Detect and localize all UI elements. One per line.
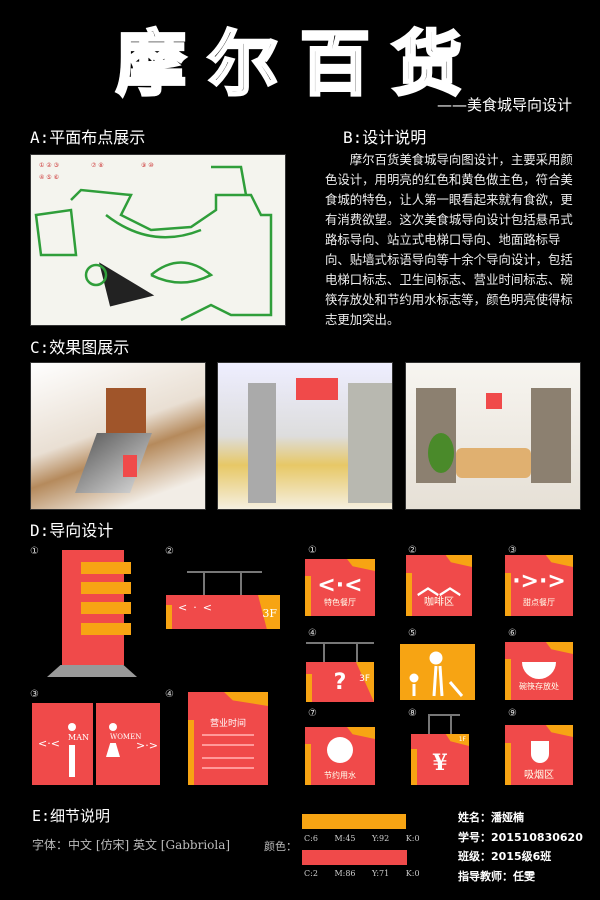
elevator-pylon-sign <box>62 550 131 665</box>
question-icon: ? <box>333 670 347 695</box>
sign-bowl-storage: 碗筷存放处 <box>505 642 573 700</box>
arrow-left-icon: <·< <box>38 737 60 750</box>
arrow-up-icon: ︿︿ <box>416 575 461 600</box>
toilet-sign-man: <·< MAN <box>32 703 93 785</box>
poster-subtitle: ——美食城导向设计 <box>436 96 572 114</box>
color-swatch-red <box>302 850 407 865</box>
pipe-icon <box>531 741 549 763</box>
svg-text:⑦ ⑧: ⑦ ⑧ <box>91 162 104 169</box>
render-escalator <box>30 362 206 510</box>
sign-number: ⑨ <box>508 708 517 719</box>
hanging-frame <box>428 714 460 716</box>
floor-label: 3F <box>359 674 370 684</box>
sign-label: 特色餐厅 <box>324 598 356 607</box>
arrow-right-icon: >·> <box>136 739 158 752</box>
floor-label: 3F <box>262 607 277 620</box>
arrow-left-icon: <·< <box>317 573 363 598</box>
sign-number: ⑤ <box>408 628 417 639</box>
sign-number: ③ <box>508 545 517 556</box>
cmyk-red: C:2 M:86 Y:71 K:0 <box>304 869 420 878</box>
sign-cashier: ¥1F <box>411 734 469 785</box>
sign-smoking-area: 吸烟区 <box>505 725 573 785</box>
sign-number: ⑥ <box>508 628 517 639</box>
section-c-heading: C:效果图展示 <box>30 338 130 357</box>
man-icon <box>68 723 76 731</box>
sign-label: 咖啡区 <box>424 597 454 608</box>
section-d-heading: D:导向设计 <box>30 521 114 540</box>
sign-question: ? 3F <box>306 662 374 702</box>
pylon-base <box>47 665 137 677</box>
sign-label: 碗筷存放处 <box>519 682 559 691</box>
women-label: WOMEN <box>110 733 142 741</box>
sign-dessert-restaurant: ·>·> 甜点餐厅 <box>505 555 573 616</box>
student-id: 学号：201510830620 <box>458 830 583 844</box>
sign-number: ① <box>308 545 317 556</box>
sign-number: ② <box>408 545 417 556</box>
design-description: 摩尔百货美食城导向图设计，主要采用颜色设计，用明亮的红色和黄色做主色，符合美食城… <box>325 152 573 327</box>
hanging-frame <box>187 571 262 573</box>
sign-number: ⑧ <box>408 708 417 719</box>
hours-title: 营业时间 <box>209 719 246 729</box>
class: 班级：2015级6班 <box>458 850 552 863</box>
render-counter <box>405 362 581 510</box>
bowl-icon <box>522 662 556 679</box>
family-icon <box>409 651 464 697</box>
floor-label: 1F <box>458 736 466 743</box>
sign-specialty-restaurant: <·<特色餐厅 <box>305 559 375 616</box>
author-name: 姓名：潘娅楠 <box>458 811 524 824</box>
woman-icon <box>109 723 117 731</box>
color-label: 颜色： <box>264 840 297 853</box>
floor-plan-image: ① ② ③ ④ ⑤ ⑥ ⑦ ⑧ ⑨ ⑩ <box>30 154 286 326</box>
sign-number: ② <box>165 546 174 557</box>
author-info: 姓名：潘娅楠 学号：201510830620 班级：2015级6班 指导教师：任… <box>458 808 583 886</box>
direction-arrows: <·< <box>178 601 218 614</box>
render-corridor <box>217 362 393 510</box>
sign-save-water: 节约用水 <box>305 727 375 785</box>
man-label: MAN <box>68 733 89 742</box>
hanging-frame <box>306 642 374 644</box>
sign-label: 吸烟区 <box>524 770 554 781</box>
cmyk-orange: C:6 M:45 Y:92 K:0 <box>304 834 420 843</box>
svg-text:④ ⑤ ⑥: ④ ⑤ ⑥ <box>39 174 59 181</box>
sign-number: ⑦ <box>308 708 317 719</box>
sign-family <box>400 644 475 700</box>
sign-label: 节约用水 <box>324 771 356 780</box>
arrow-right-icon: ·>·> <box>512 569 566 594</box>
poster-title: 摩尔百货 <box>115 22 484 107</box>
sign-number: ④ <box>308 628 317 639</box>
section-e-heading: E:细节说明 <box>32 807 111 825</box>
sign-number: ④ <box>165 689 174 700</box>
business-hours-sign: 营业时间 <box>188 692 268 785</box>
color-swatch-orange <box>302 814 406 829</box>
sign-number: ① <box>30 546 39 557</box>
water-icon <box>327 737 353 763</box>
section-a-heading: A:平面布点展示 <box>30 128 146 147</box>
font-spec: 字体：中文 [仿宋] 英文 [Gabbriola] <box>32 838 231 852</box>
toilet-sign-women: WOMEN >·> <box>96 703 160 785</box>
section-b-heading: B:设计说明 <box>343 128 427 147</box>
teacher: 指导教师：任雯 <box>458 869 535 883</box>
sign-coffee-area: ︿︿咖啡区 <box>406 555 472 616</box>
svg-text:① ② ③: ① ② ③ <box>39 162 59 169</box>
yen-icon: ¥ <box>432 750 448 776</box>
sign-number: ③ <box>30 689 39 700</box>
svg-text:⑨ ⑩: ⑨ ⑩ <box>141 162 154 169</box>
hanging-direction-sign: <·< 3F <box>166 595 280 629</box>
sign-label: 甜点餐厅 <box>523 598 555 607</box>
